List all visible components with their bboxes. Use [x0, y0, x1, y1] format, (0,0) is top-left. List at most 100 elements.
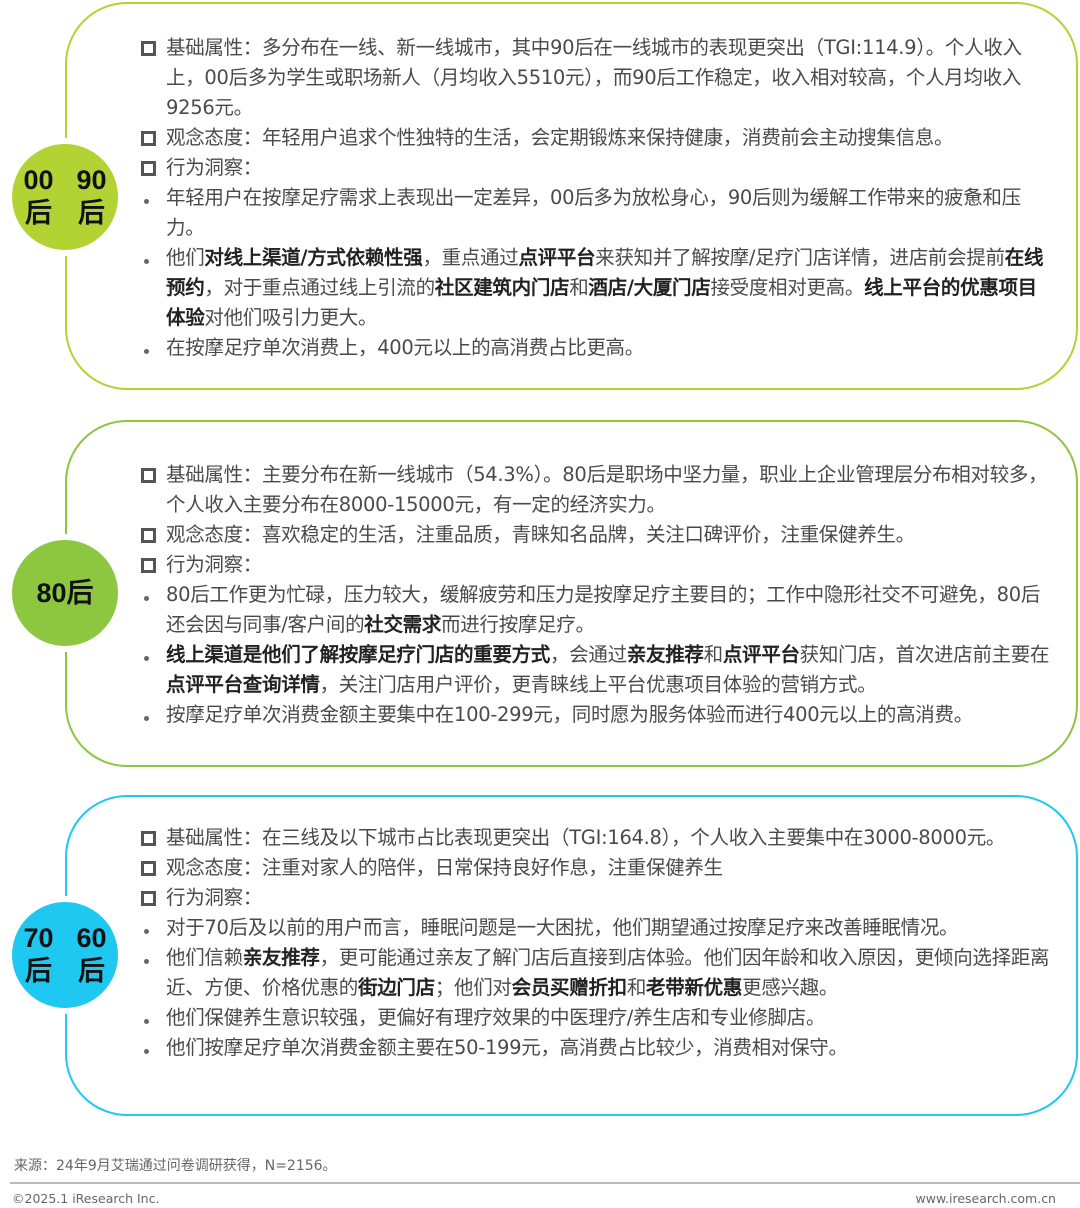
text: ，关注门店用户评价，更青睐线上平台优惠项目体验的营销方式。 — [319, 673, 877, 696]
insight-bullet-item: 线上渠道是他们了解按摩足疗门店的重要方式，会通过亲友推荐和点评平台获知门店，首次… — [141, 640, 1051, 700]
insight-heading-item: 观念态度：注重对家人的陪伴，日常保持良好作息，注重保健养生 — [141, 853, 1051, 883]
text: 基础属性：主要分布在新一线城市（54.3%）。80后是职场中坚力量，职业上企业管… — [166, 463, 1048, 516]
insight-heading-item: 观念态度：年轻用户追求个性独特的生活，会定期锻炼来保持健康，消费前会主动搜集信息… — [141, 123, 1051, 153]
bullet-dot-icon — [144, 1049, 149, 1054]
bullet-dot-icon — [144, 199, 149, 204]
insight-bullet-item: 对于70后及以前的用户而言，睡眠问题是一大困扰，他们期望通过按摩足疗来改善睡眠情… — [141, 913, 1051, 943]
bullet-dot-icon — [144, 959, 149, 964]
highlight-text: 点评平台 — [518, 246, 596, 269]
generation-label: 70后 — [23, 923, 54, 986]
insight-bullet-item: 年轻用户在按摩足疗需求上表现出一定差异，00后多为放松身心，90后则为缓解工作带… — [141, 183, 1051, 243]
square-bullet-icon — [141, 528, 156, 543]
square-bullet-icon — [141, 831, 156, 846]
insight-bullet-item: 在按摩足疗单次消费上，400元以上的高消费占比更高。 — [141, 333, 1051, 363]
bullet-dot-icon — [144, 596, 149, 601]
text: 他们保健养生意识较强，更偏好有理疗效果的中医理疗/养生店和专业修脚店。 — [166, 1006, 826, 1029]
insight-heading-item: 基础属性：主要分布在新一线城市（54.3%）。80后是职场中坚力量，职业上企业管… — [141, 460, 1051, 520]
text: 观念态度：注重对家人的陪伴，日常保持良好作息，注重保健养生 — [166, 856, 723, 879]
text: 对于70后及以前的用户而言，睡眠问题是一大困扰，他们期望通过按摩足疗来改善睡眠情… — [166, 916, 959, 939]
text: 观念态度：年轻用户追求个性独特的生活，会定期锻炼来保持健康，消费前会主动搜集信息… — [166, 126, 954, 149]
text: ，会通过 — [550, 643, 627, 666]
text: 他们 — [166, 246, 205, 269]
square-bullet-icon — [141, 468, 156, 483]
highlight-text: 线上渠道是他们了解按摩足疗门店的重要方式 — [166, 643, 551, 666]
text: 观念态度：喜欢稳定的生活，注重品质，青睐知名品牌，关注口碑评价，注重保健养生。 — [166, 523, 915, 546]
bullet-dot-icon — [144, 929, 149, 934]
highlight-text: 线上平台的优惠项目体验 — [166, 276, 1037, 329]
text: 更感兴趣。 — [742, 976, 839, 999]
highlight-text: 亲友推荐 — [626, 643, 704, 666]
insight-heading-item: 观念态度：喜欢稳定的生活，注重品质，青睐知名品牌，关注口碑评价，注重保健养生。 — [141, 520, 1051, 550]
square-bullet-icon — [141, 131, 156, 146]
text: 按摩足疗单次消费金额主要集中在100-299元，同时愿为服务体验而进行400元以… — [166, 703, 973, 726]
bullet-dot-icon — [144, 259, 149, 264]
bullet-dot-icon — [144, 1019, 149, 1024]
highlight-text: 对线上渠道/方式依赖性强 — [204, 246, 423, 269]
square-bullet-icon — [141, 861, 156, 876]
text: 在按摩足疗单次消费上，400元以上的高消费占比更高。 — [166, 336, 644, 359]
highlight-text: 酒店/大厦门店 — [588, 276, 711, 299]
generation-label: 60后 — [76, 923, 107, 986]
square-bullet-icon — [141, 558, 156, 573]
insight-heading-item: 行为洞察： — [141, 153, 1051, 183]
footer-divider — [10, 1182, 1080, 1184]
text: 他们按摩足疗单次消费金额主要在50-199元，高消费占比较少，消费相对保守。 — [166, 1036, 848, 1059]
bullet-dot-icon — [144, 716, 149, 721]
highlight-text: 点评平台查询详情 — [166, 673, 320, 696]
text: 行为洞察： — [166, 886, 263, 909]
insight-list: 基础属性：主要分布在新一线城市（54.3%）。80后是职场中坚力量，职业上企业管… — [141, 460, 1051, 730]
text: 和 — [569, 276, 589, 299]
text: ，对于重点通过线上引流的 — [204, 276, 435, 299]
insight-bullet-item: 他们按摩足疗单次消费金额主要在50-199元，高消费占比较少，消费相对保守。 — [141, 1033, 1051, 1063]
source-note: 来源：24年9月艾瑞通过问卷调研获得，N=2156。 — [14, 1158, 337, 1174]
insight-heading-item: 行为洞察： — [141, 883, 1051, 913]
highlight-text: 亲友推荐 — [242, 946, 320, 969]
insight-bullet-item: 他们对线上渠道/方式依赖性强，重点通过点评平台来获知并了解按摩/足疗门店详情，进… — [141, 243, 1051, 333]
insight-heading-item: 基础属性：多分布在一线、新一线城市，其中90后在一线城市的表现更突出（TGI:1… — [141, 33, 1051, 123]
highlight-text: 社区建筑内门店 — [434, 276, 570, 299]
insight-list: 基础属性：在三线及以下城市占比表现更突出（TGI:164.8），个人收入主要集中… — [141, 823, 1051, 1063]
insight-bullet-item: 他们保健养生意识较强，更偏好有理疗效果的中医理疗/养生店和专业修脚店。 — [141, 1003, 1051, 1033]
highlight-text: 在线预约 — [166, 246, 1044, 299]
insight-list: 基础属性：多分布在一线、新一线城市，其中90后在一线城市的表现更突出（TGI:1… — [141, 33, 1051, 363]
insight-bullet-item: 80后工作更为忙碌，压力较大，缓解疲劳和压力是按摩足疗主要目的；工作中隐形社交不… — [141, 580, 1051, 640]
highlight-text: 会员买赠折扣 — [511, 976, 628, 999]
insight-heading-item: 行为洞察： — [141, 550, 1051, 580]
text: 接受度相对更高。 — [710, 276, 865, 299]
text: 获知门店，首次进店前主要在 — [799, 643, 1050, 666]
highlight-text: 社交需求 — [364, 613, 442, 636]
bullet-dot-icon — [144, 349, 149, 354]
highlight-text: 街边门店 — [358, 976, 435, 999]
text: 年轻用户在按摩足疗需求上表现出一定差异，00后多为放松身心，90后则为缓解工作带… — [166, 186, 1021, 239]
square-bullet-icon — [141, 161, 156, 176]
text: 而进行按摩足疗。 — [441, 613, 595, 636]
copyright: ©2025.1 iResearch Inc. — [12, 1191, 160, 1206]
bullet-dot-icon — [144, 656, 149, 661]
text: 和 — [703, 643, 724, 666]
site-url: www.iresearch.com.cn — [915, 1191, 1057, 1206]
square-bullet-icon — [141, 891, 156, 906]
generation-badge: 70后 60后 — [6, 896, 124, 1014]
highlight-text: 老带新优惠 — [646, 976, 743, 999]
generation-badge: 80后 — [6, 534, 124, 652]
text: 行为洞察： — [166, 156, 263, 179]
text: 来获知并了解按摩/足疗门店详情，进店前会提前 — [595, 246, 1005, 269]
text: 行为洞察： — [166, 553, 263, 576]
text: 基础属性：多分布在一线、新一线城市，其中90后在一线城市的表现更突出（TGI:1… — [166, 36, 1022, 119]
insight-heading-item: 基础属性：在三线及以下城市占比表现更突出（TGI:164.8），个人收入主要集中… — [141, 823, 1051, 853]
insight-bullet-item: 他们信赖亲友推荐，更可能通过亲友了解门店后直接到店体验。他们因年龄和收入原因，更… — [141, 943, 1051, 1003]
text: ；他们对 — [434, 976, 512, 999]
generation-label: 90后 — [76, 165, 107, 228]
text: ，重点通过 — [422, 246, 519, 269]
generation-badge: 00后 90后 — [6, 138, 124, 256]
generation-label: 00后 — [23, 165, 54, 228]
square-bullet-icon — [141, 41, 156, 56]
text: ，更可能通过亲友了解门店后直接到店体验。他们因年龄和收入原因，更倾向选择距离近、… — [166, 946, 1050, 999]
text: 80后工作更为忙碌，压力较大，缓解疲劳和压力是按摩足疗主要目的；工作中隐形社交不… — [166, 583, 1041, 636]
highlight-text: 点评平台 — [722, 643, 800, 666]
text: 基础属性：在三线及以下城市占比表现更突出（TGI:164.8），个人收入主要集中… — [166, 826, 1006, 849]
generation-label: 80后 — [36, 577, 94, 608]
text: 他们信赖 — [166, 946, 243, 969]
text: 和 — [626, 976, 647, 999]
text: 对他们吸引力更大。 — [204, 306, 378, 329]
